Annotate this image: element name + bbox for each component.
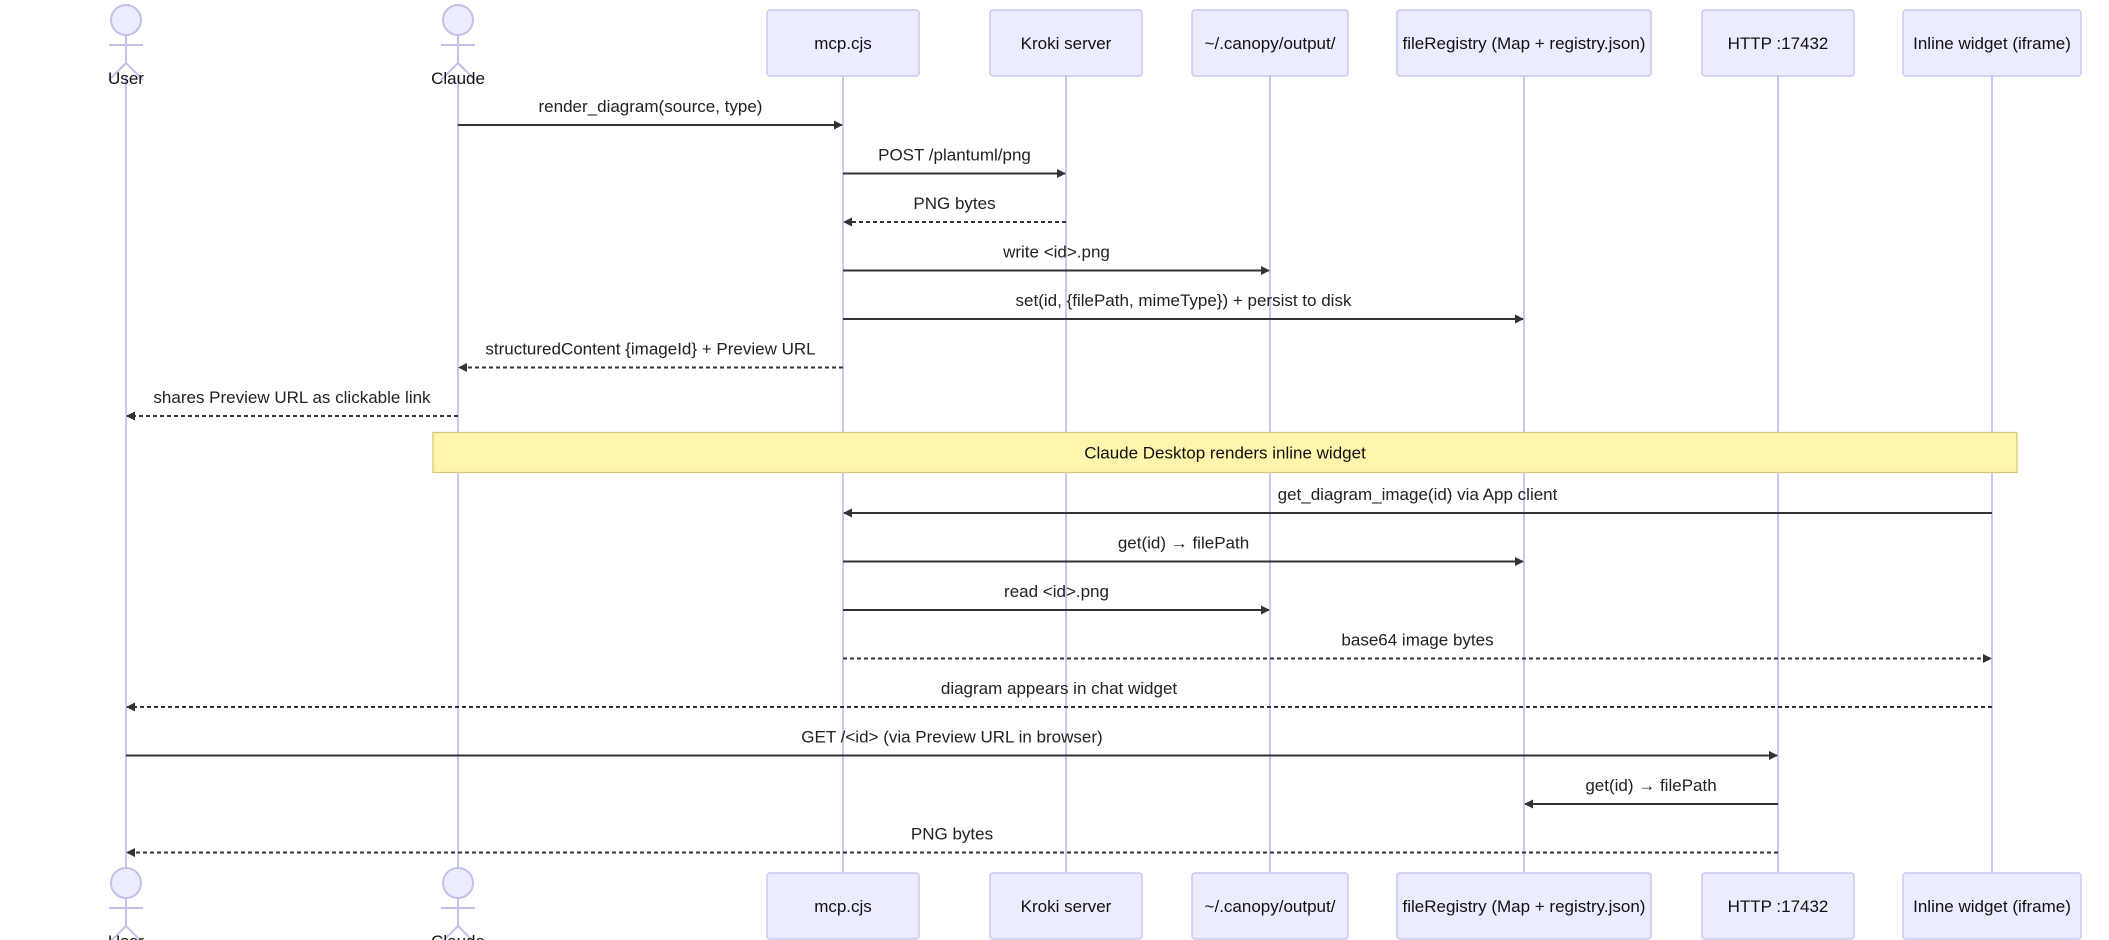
actor-leg-left [442,925,459,940]
message-kroki-to-mcp: PNG bytes [843,194,1066,227]
message-user-to-http: GET /<id> (via Preview URL in browser) [126,728,1778,760]
participant-widget-top: Inline widget (iframe) [1902,9,2082,77]
actor-leg-right [125,62,144,81]
message-label: render_diagram(source, type) [539,97,763,116]
message-label: POST /plantuml/png [878,146,1031,165]
participant-user-bottom: User [108,867,144,940]
participant-kroki-bottom: Kroki server [989,872,1143,940]
participant-box [1902,872,2082,940]
participant-label: ~/.canopy/output/ [1205,897,1336,916]
participant-mcp-bottom: mcp.cjs [766,872,920,940]
message-claude-to-mcp: render_diagram(source, type) [458,97,843,130]
participant-label: HTTP :17432 [1728,897,1829,916]
participant-box [1396,872,1652,940]
participant-box [1701,9,1855,77]
participant-label: Claude [431,69,485,88]
note-label: Claude Desktop renders inline widget [1084,444,1366,463]
actor-leg-right [457,62,476,81]
participant-label: mcp.cjs [814,897,872,916]
participant-box [1191,9,1349,77]
message-claude-to-user: shares Preview URL as clickable link [126,388,458,421]
participant-label: Kroki server [1021,34,1112,53]
message-mcp-to-registry: get(id) → filePath [843,534,1524,566]
participant-label: ~/.canopy/output/ [1205,34,1336,53]
message-mcp-to-output: write <id>.png [843,243,1270,275]
actor-head-icon [110,867,142,899]
participant-box [989,9,1143,77]
actor-head-icon [110,4,142,36]
message-label: base64 image bytes [1341,631,1493,650]
message-label: PNG bytes [911,825,993,844]
participant-label: User [108,932,144,940]
participant-label: Kroki server [1021,897,1112,916]
participant-box [1902,9,2082,77]
participant-output-top: ~/.canopy/output/ [1191,9,1349,77]
participant-output-bottom: ~/.canopy/output/ [1191,872,1349,940]
actor-leg-left [440,62,459,81]
participant-box [1701,872,1855,940]
lifelines [125,76,1993,873]
participant-label: fileRegistry (Map + registry.json) [1403,34,1646,53]
actor-leg-right [125,925,142,940]
participant-box [1191,872,1349,940]
participants-bottom: User Claude mcp.cjs Kroki server ~/.canopy/o… [108,867,2082,940]
participant-label: HTTP :17432 [1728,34,1829,53]
participant-box [989,872,1143,940]
participant-label: User [108,69,144,88]
participant-registry-top: fileRegistry (Map + registry.json) [1396,9,1652,77]
actor-leg-left [108,62,127,81]
participant-box [766,9,920,77]
participant-kroki-top: Kroki server [989,9,1143,77]
actor-leg-left [110,925,127,940]
message-label: GET /<id> (via Preview URL in browser) [801,728,1102,747]
message-http-to-user: PNG bytes [126,825,1778,857]
participant-claude-bottom: Claude [431,867,485,940]
message-label: get_diagram_image(id) via App client [1278,485,1558,504]
message-label: read <id>.png [1004,582,1109,601]
message-widget-to-user: diagram appears in chat widget [126,679,1992,712]
participant-widget-bottom: Inline widget (iframe) [1902,872,2082,940]
actor-leg-right [457,925,474,940]
participants-top: User Claude mcp.cjs Kroki server ~/.canopy/o… [108,4,2082,88]
notes: Claude Desktop renders inline widget [432,431,2018,474]
participant-label: Claude [431,932,485,940]
message-label: get(id) → filePath [1118,534,1249,553]
participant-registry-bottom: fileRegistry (Map + registry.json) [1396,872,1652,940]
message-label: set(id, {filePath, mimeType}) + persist … [1016,291,1352,310]
message-mcp-to-registry: set(id, {filePath, mimeType}) + persist … [843,291,1524,324]
participant-label: mcp.cjs [814,34,872,53]
message-mcp-to-claude: structuredContent {imageId} + Preview UR… [458,340,843,372]
participant-box [1396,9,1652,77]
message-mcp-to-widget: base64 image bytes [843,631,1992,663]
message-label: PNG bytes [913,194,995,213]
participant-user-top: User [108,4,144,88]
message-label: shares Preview URL as clickable link [153,388,431,407]
message-widget-to-mcp: get_diagram_image(id) via App client [843,485,1992,518]
actor-head-icon [442,867,474,899]
message-http-to-registry: get(id) → filePath [1524,776,1778,809]
actor-head-icon [442,4,474,36]
participant-http-bottom: HTTP :17432 [1701,872,1855,940]
message-label: diagram appears in chat widget [941,679,1178,698]
messages: render_diagram(source, type) POST /plantu… [126,97,1992,857]
message-mcp-to-output: read <id>.png [843,582,1270,615]
message-label: get(id) → filePath [1585,776,1716,795]
participant-box [766,872,920,940]
message-label: write <id>.png [1002,243,1110,262]
participant-label: Inline widget (iframe) [1913,34,2071,53]
participant-mcp-top: mcp.cjs [766,9,920,77]
participant-label: fileRegistry (Map + registry.json) [1403,897,1646,916]
participant-claude-top: Claude [431,4,485,88]
participant-http-top: HTTP :17432 [1701,9,1855,77]
participant-label: Inline widget (iframe) [1913,897,2071,916]
note-box [432,431,2018,474]
message-mcp-to-kroki: POST /plantuml/png [843,146,1066,178]
message-label: structuredContent {imageId} + Preview UR… [485,340,815,359]
